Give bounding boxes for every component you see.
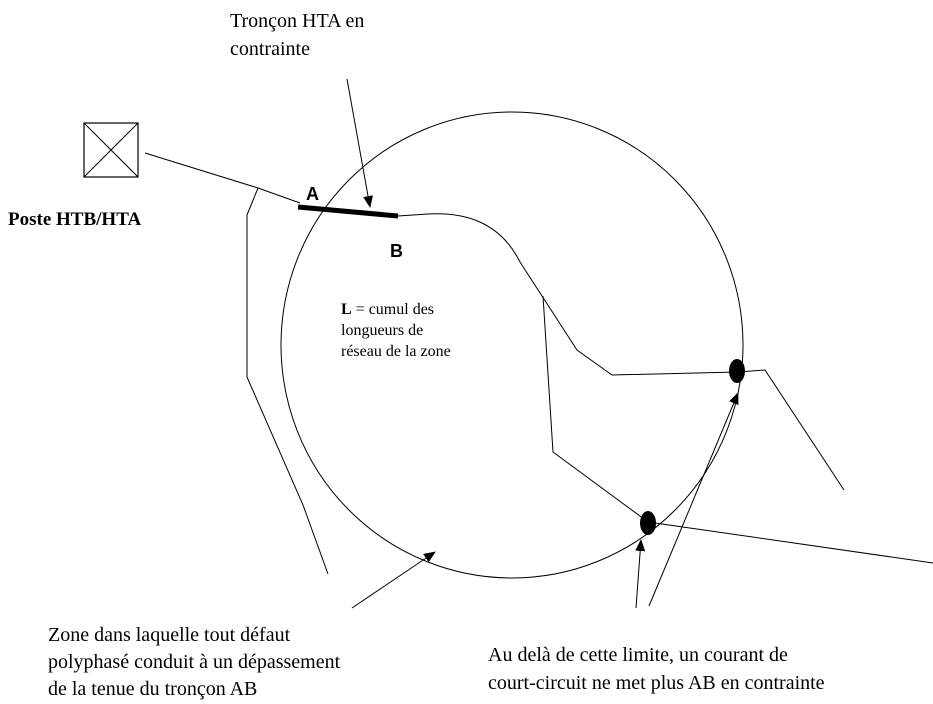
troncon-label-line1: Tronçon HTA en xyxy=(230,10,364,32)
l-symbol: L xyxy=(341,301,352,318)
poste-label: Poste HTB/HTA xyxy=(8,209,141,230)
l-description-line1: L = cumul des xyxy=(341,301,434,318)
l-description-line3: réseau de la zone xyxy=(341,343,451,360)
arrow-to-constrained-segment xyxy=(346,78,373,208)
zone-circle xyxy=(280,111,744,579)
limit-caption-line1: Au delà de cette limite, un courant de xyxy=(488,644,788,666)
point-a-label: A xyxy=(306,184,319,204)
zone-caption-line1: Zone dans laquelle tout défaut xyxy=(48,624,291,646)
arrow-to-node-south xyxy=(635,539,646,609)
zone-caption-line3: de la tenue du tronçon AB xyxy=(48,678,257,700)
main-feeder-line xyxy=(144,152,301,204)
network-branch-west xyxy=(246,187,329,575)
network-line-east xyxy=(397,213,845,491)
point-b-label: B xyxy=(390,241,403,261)
substation-symbol xyxy=(83,122,139,178)
network-branch-south xyxy=(542,295,933,564)
limit-caption-line2: court-circuit ne met plus AB en contrain… xyxy=(488,672,825,694)
boundary-node-south xyxy=(640,511,656,535)
arrow-to-node-east xyxy=(648,392,739,607)
constrained-segment-ab xyxy=(297,204,399,219)
l-description-line2: longueurs de xyxy=(341,322,423,339)
troncon-label-line2: contrainte xyxy=(230,38,310,60)
l-description-rest: = cumul des xyxy=(352,301,434,318)
boundary-node-east xyxy=(729,359,745,383)
arrow-to-zone xyxy=(351,551,436,609)
zone-caption-line2: polyphasé conduit à un dépassement xyxy=(48,651,341,673)
